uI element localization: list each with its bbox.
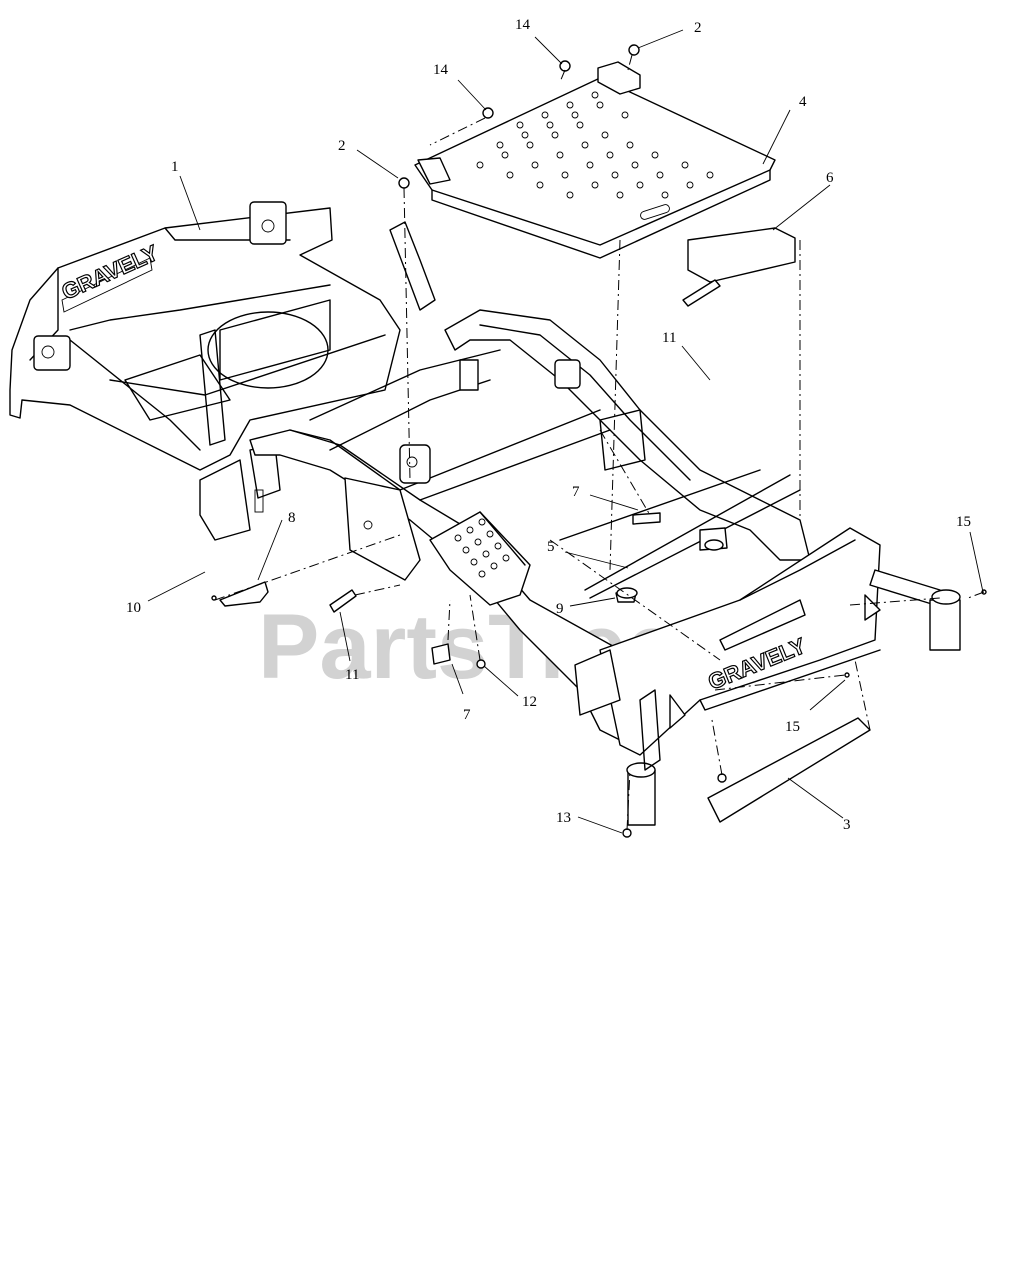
part-5-foot-plate (584, 474, 801, 599)
callout-14-top: 14 (515, 17, 531, 33)
callout-10: 10 (126, 600, 141, 616)
part-6-pad (687, 227, 796, 283)
callout-labels: 1 2 2 3 4 5 6 7 7 8 9 10 11 11 12 13 14 … (126, 17, 971, 833)
callout-9: 9 (556, 601, 564, 617)
callout-13: 13 (556, 810, 571, 826)
callout-15-right: 15 (956, 514, 971, 530)
main-frame-rails (249, 309, 811, 741)
callout-7-lower: 7 (463, 707, 471, 723)
callout-5: 5 (547, 539, 555, 555)
callout-14-left: 14 (433, 62, 449, 78)
callout-2-top: 2 (694, 20, 702, 36)
callout-6: 6 (826, 170, 834, 186)
leader-lines (147, 29, 984, 834)
callout-11-right: 11 (662, 330, 676, 346)
callout-8: 8 (288, 510, 296, 526)
hardware-parts (211, 44, 987, 838)
front-frame: GRAVELY (574, 527, 961, 826)
floor-plate-holes (476, 91, 714, 199)
callout-12: 12 (522, 694, 537, 710)
callout-7-upper: 7 (572, 484, 580, 500)
callout-3: 3 (843, 817, 851, 833)
foot-rest-bracket (344, 477, 531, 606)
callout-4: 4 (799, 94, 807, 110)
assembly-lines (214, 54, 985, 831)
callout-1: 1 (171, 159, 179, 175)
callout-2-left: 2 (338, 138, 346, 154)
callout-11-left: 11 (345, 667, 359, 683)
callout-15-lower: 15 (785, 719, 800, 735)
part-4-floor-plate (414, 61, 776, 259)
